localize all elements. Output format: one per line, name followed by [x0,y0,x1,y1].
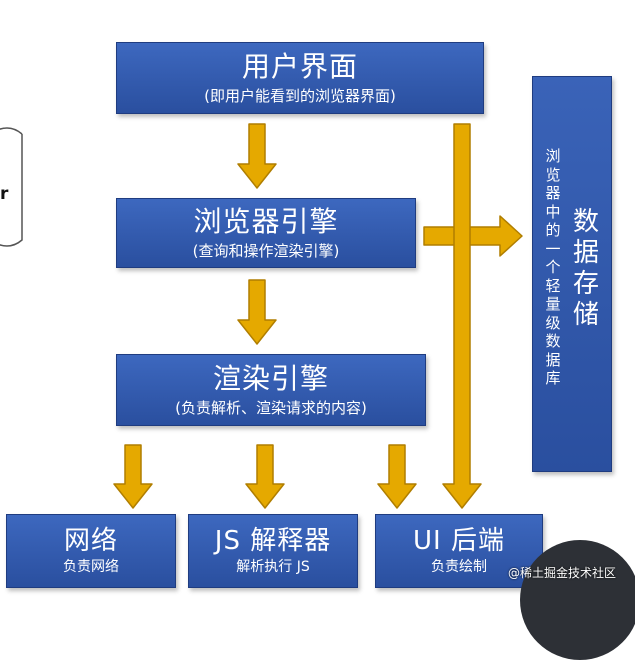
watermark-text: @稀土掘金技术社区 [508,566,617,580]
js-interpreter-subtitle: 解析执行 JS [236,559,310,575]
js-interpreter-box: JS 解释器 解析执行 JS [188,514,358,588]
arrow-ui-to-browser-engine [237,123,277,189]
ui-backend-box: UI 后端 负责绘制 [375,514,543,588]
render-engine-title: 渲染引擎 [212,362,329,395]
render-engine-subtitle: (负责解析、渲染请求的内容) [175,399,367,417]
data-storage-box: 浏览器中的一个轻量级数据库 数据存储 [532,76,612,472]
network-subtitle: 负责网络 [63,559,119,575]
network-title: 网络 [63,526,118,556]
browser-engine-box: 浏览器引擎 (查询和操作渲染引擎) [116,198,416,268]
ui-backend-subtitle: 负责绘制 [431,559,487,575]
cylinder-label: r [0,184,9,204]
arrow-render-to-ui-backend [377,444,417,509]
arrow-browser-to-data-storage [423,215,523,257]
render-engine-box: 渲染引擎 (负责解析、渲染请求的内容) [116,354,426,426]
user-interface-box: 用户界面 (即用户能看到的浏览器界面) [116,42,484,114]
user-interface-subtitle: (即用户能看到的浏览器界面) [204,87,396,105]
js-interpreter-title: JS 解释器 [214,526,332,556]
arrow-render-to-network [113,444,153,509]
arrows-layer [113,123,523,509]
data-storage-title: 数据存储 [572,207,599,330]
arrow-render-to-js-interpreter [245,444,285,509]
network-box: 网络 负责网络 [6,514,176,588]
ui-backend-title: UI 后端 [413,526,505,556]
browser-engine-subtitle: (查询和操作渲染引擎) [192,242,340,260]
database-cylinder-icon [0,127,23,247]
data-storage-description: 浏览器中的一个轻量级数据库 [545,147,561,387]
browser-engine-title: 浏览器引擎 [193,205,339,238]
arrow-browser-to-render-engine [237,279,277,345]
arrow-ui-to-ui-backend [442,123,482,509]
user-interface-title: 用户界面 [241,50,358,83]
